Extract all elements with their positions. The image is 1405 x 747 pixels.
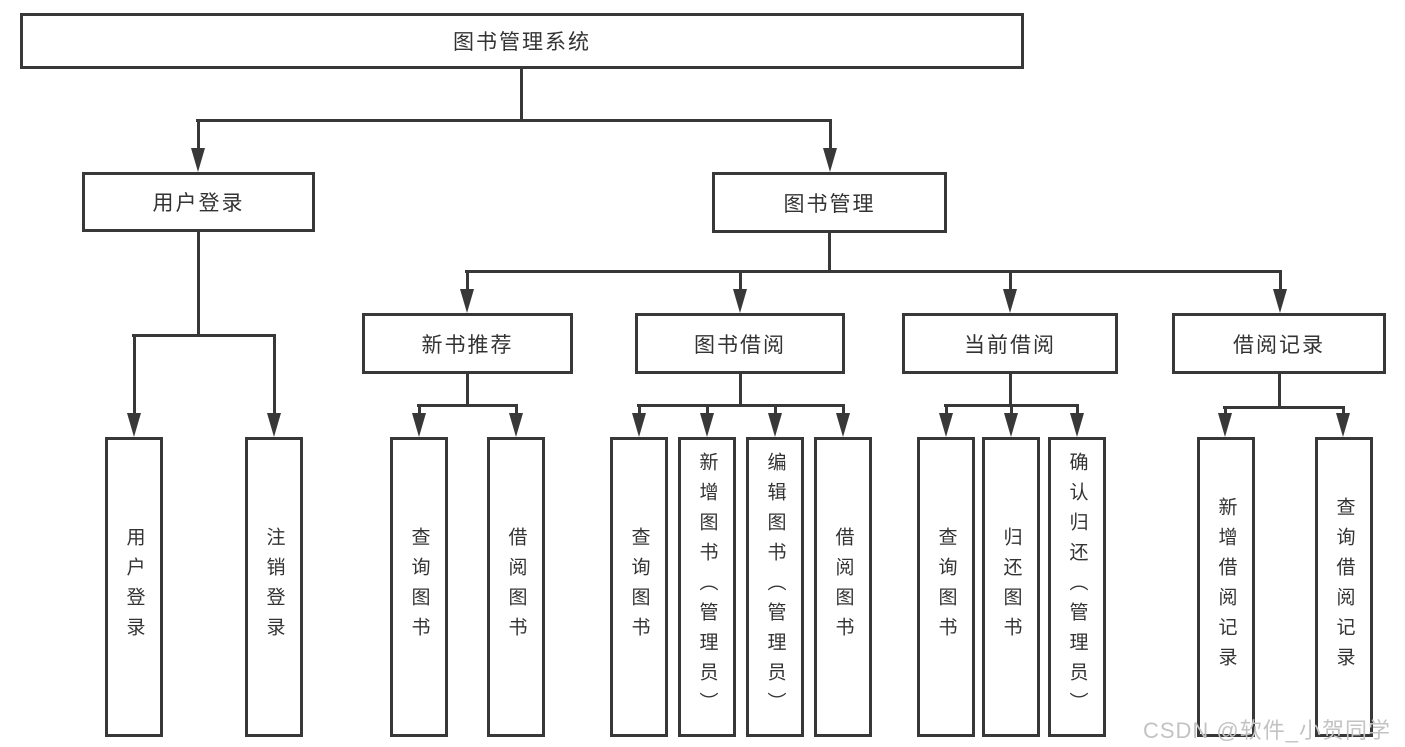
- arrow-stem: [705, 405, 709, 419]
- arrow-stem: [637, 405, 641, 419]
- arrow-stem: [196, 120, 200, 154]
- connector-vline: [1008, 374, 1012, 405]
- arrow-stem: [465, 271, 469, 295]
- arrowhead-down-icon: [1218, 413, 1232, 437]
- arrowhead-down-icon: [823, 148, 837, 172]
- connector-hline: [196, 118, 832, 122]
- node-current-borrow: 当前借阅: [902, 313, 1118, 374]
- leaf-add-book-admin: 新增图书（管理员）: [678, 437, 736, 737]
- leaf-borrow-books-recommend: 借阅图书: [487, 437, 545, 737]
- arrow-stem: [272, 335, 276, 419]
- arrowhead-down-icon: [939, 413, 953, 437]
- connector-vline: [519, 69, 523, 120]
- leaf-add-borrow-record: 新增借阅记录: [1197, 437, 1255, 737]
- leaf-logout: 注销登录: [245, 437, 303, 737]
- arrowhead-down-icon: [1070, 413, 1084, 437]
- arrowhead-down-icon: [191, 148, 205, 172]
- arrow-stem: [1009, 405, 1013, 419]
- connector-vline: [738, 374, 742, 405]
- connector-hline: [1223, 405, 1345, 409]
- connector-vline: [465, 374, 469, 405]
- node-book-management: 图书管理: [712, 172, 947, 233]
- leaf-query-borrow-record: 查询借阅记录: [1315, 437, 1373, 737]
- connector-hline: [637, 403, 845, 407]
- arrow-stem: [944, 405, 948, 419]
- arrowhead-down-icon: [836, 413, 850, 437]
- arrowhead-down-icon: [1273, 289, 1287, 313]
- arrow-stem: [514, 405, 518, 419]
- connector-hline: [132, 333, 276, 337]
- arrow-stem: [1008, 271, 1012, 295]
- node-library-management-system: 图书管理系统: [20, 13, 1024, 69]
- leaf-edit-book-admin: 编辑图书（管理员）: [746, 437, 804, 737]
- arrowhead-down-icon: [632, 413, 646, 437]
- leaf-query-books-current: 查询图书: [917, 437, 975, 737]
- connector-vline: [1277, 374, 1281, 407]
- connector-vline: [827, 233, 831, 271]
- arrowhead-down-icon: [768, 413, 782, 437]
- arrow-stem: [738, 271, 742, 295]
- leaf-user-login: 用户登录: [105, 437, 163, 737]
- arrow-stem: [1278, 271, 1282, 295]
- arrowhead-down-icon: [460, 289, 474, 313]
- leaf-confirm-return-admin: 确认归还（管理员）: [1048, 437, 1106, 737]
- arrowhead-down-icon: [267, 413, 281, 437]
- arrowhead-down-icon: [733, 289, 747, 313]
- watermark: CSDN @软件_小贺同学: [1142, 718, 1391, 743]
- node-book-borrow: 图书借阅: [635, 313, 845, 374]
- arrowhead-down-icon: [509, 413, 523, 437]
- arrowhead-down-icon: [700, 413, 714, 437]
- arrow-stem: [417, 405, 421, 419]
- connector-vline: [196, 232, 200, 335]
- node-new-book-recommend: 新书推荐: [362, 313, 573, 374]
- arrow-stem: [828, 120, 832, 154]
- leaf-borrow-books: 借阅图书: [814, 437, 872, 737]
- arrow-stem: [841, 405, 845, 419]
- leaf-query-books-borrow: 查询图书: [610, 437, 668, 737]
- connector-hline: [465, 269, 1282, 273]
- arrowhead-down-icon: [127, 413, 141, 437]
- node-borrow-records: 借阅记录: [1172, 313, 1386, 374]
- arrow-stem: [1075, 405, 1079, 419]
- arrow-stem: [773, 405, 777, 419]
- arrowhead-down-icon: [412, 413, 426, 437]
- connector-hline: [417, 403, 518, 407]
- leaf-query-books-recommend: 查询图书: [390, 437, 448, 737]
- arrowhead-down-icon: [1004, 413, 1018, 437]
- arrowhead-down-icon: [1003, 289, 1017, 313]
- leaf-return-book: 归还图书: [982, 437, 1040, 737]
- node-user-login: 用户登录: [82, 172, 315, 232]
- arrowhead-down-icon: [1336, 413, 1350, 437]
- arrow-stem: [132, 335, 136, 419]
